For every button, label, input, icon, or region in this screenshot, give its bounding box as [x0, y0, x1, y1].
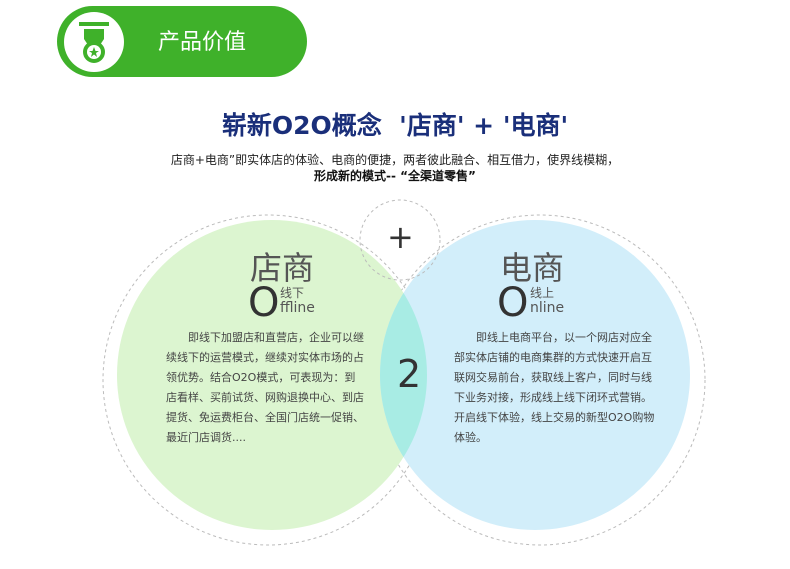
- subtitle-line-2: 形成新的模式-- “全渠道零售”: [314, 169, 476, 183]
- right-circle: [380, 220, 690, 530]
- subtitle-line-1: 店商+电商”即实体店的体验、电商的便捷，两者彼此融合、相互借力，使界线模糊，: [170, 153, 620, 167]
- right-word: nline: [530, 300, 565, 316]
- left-title: 店商: [250, 249, 315, 287]
- left-circle: [117, 220, 427, 530]
- right-letter: O: [497, 280, 529, 326]
- left-body: 即线下加盟店和直营店，企业可以继续线下的运营模式，继续对实体市场的占领优势。结合…: [166, 331, 364, 444]
- headline: 崭新O2O概念 '店商' + '电商': [221, 111, 569, 140]
- right-title: 电商: [500, 249, 565, 287]
- right-body: 即线上电商平台，以一个网店对应全部实体店铺的电商集群的方式快速开启互联网交易前台…: [454, 331, 655, 444]
- center-number: 2: [397, 352, 422, 396]
- plus-sign: +: [387, 218, 414, 256]
- right-tag: 线上: [530, 286, 555, 300]
- left-word: ffline: [280, 300, 315, 316]
- plus-dashed-ring: [359, 199, 441, 281]
- medal-star-icon: [64, 12, 124, 72]
- banner-title: 产品价值: [158, 30, 247, 55]
- left-tag: 线下: [280, 286, 305, 300]
- left-letter: O: [248, 280, 280, 326]
